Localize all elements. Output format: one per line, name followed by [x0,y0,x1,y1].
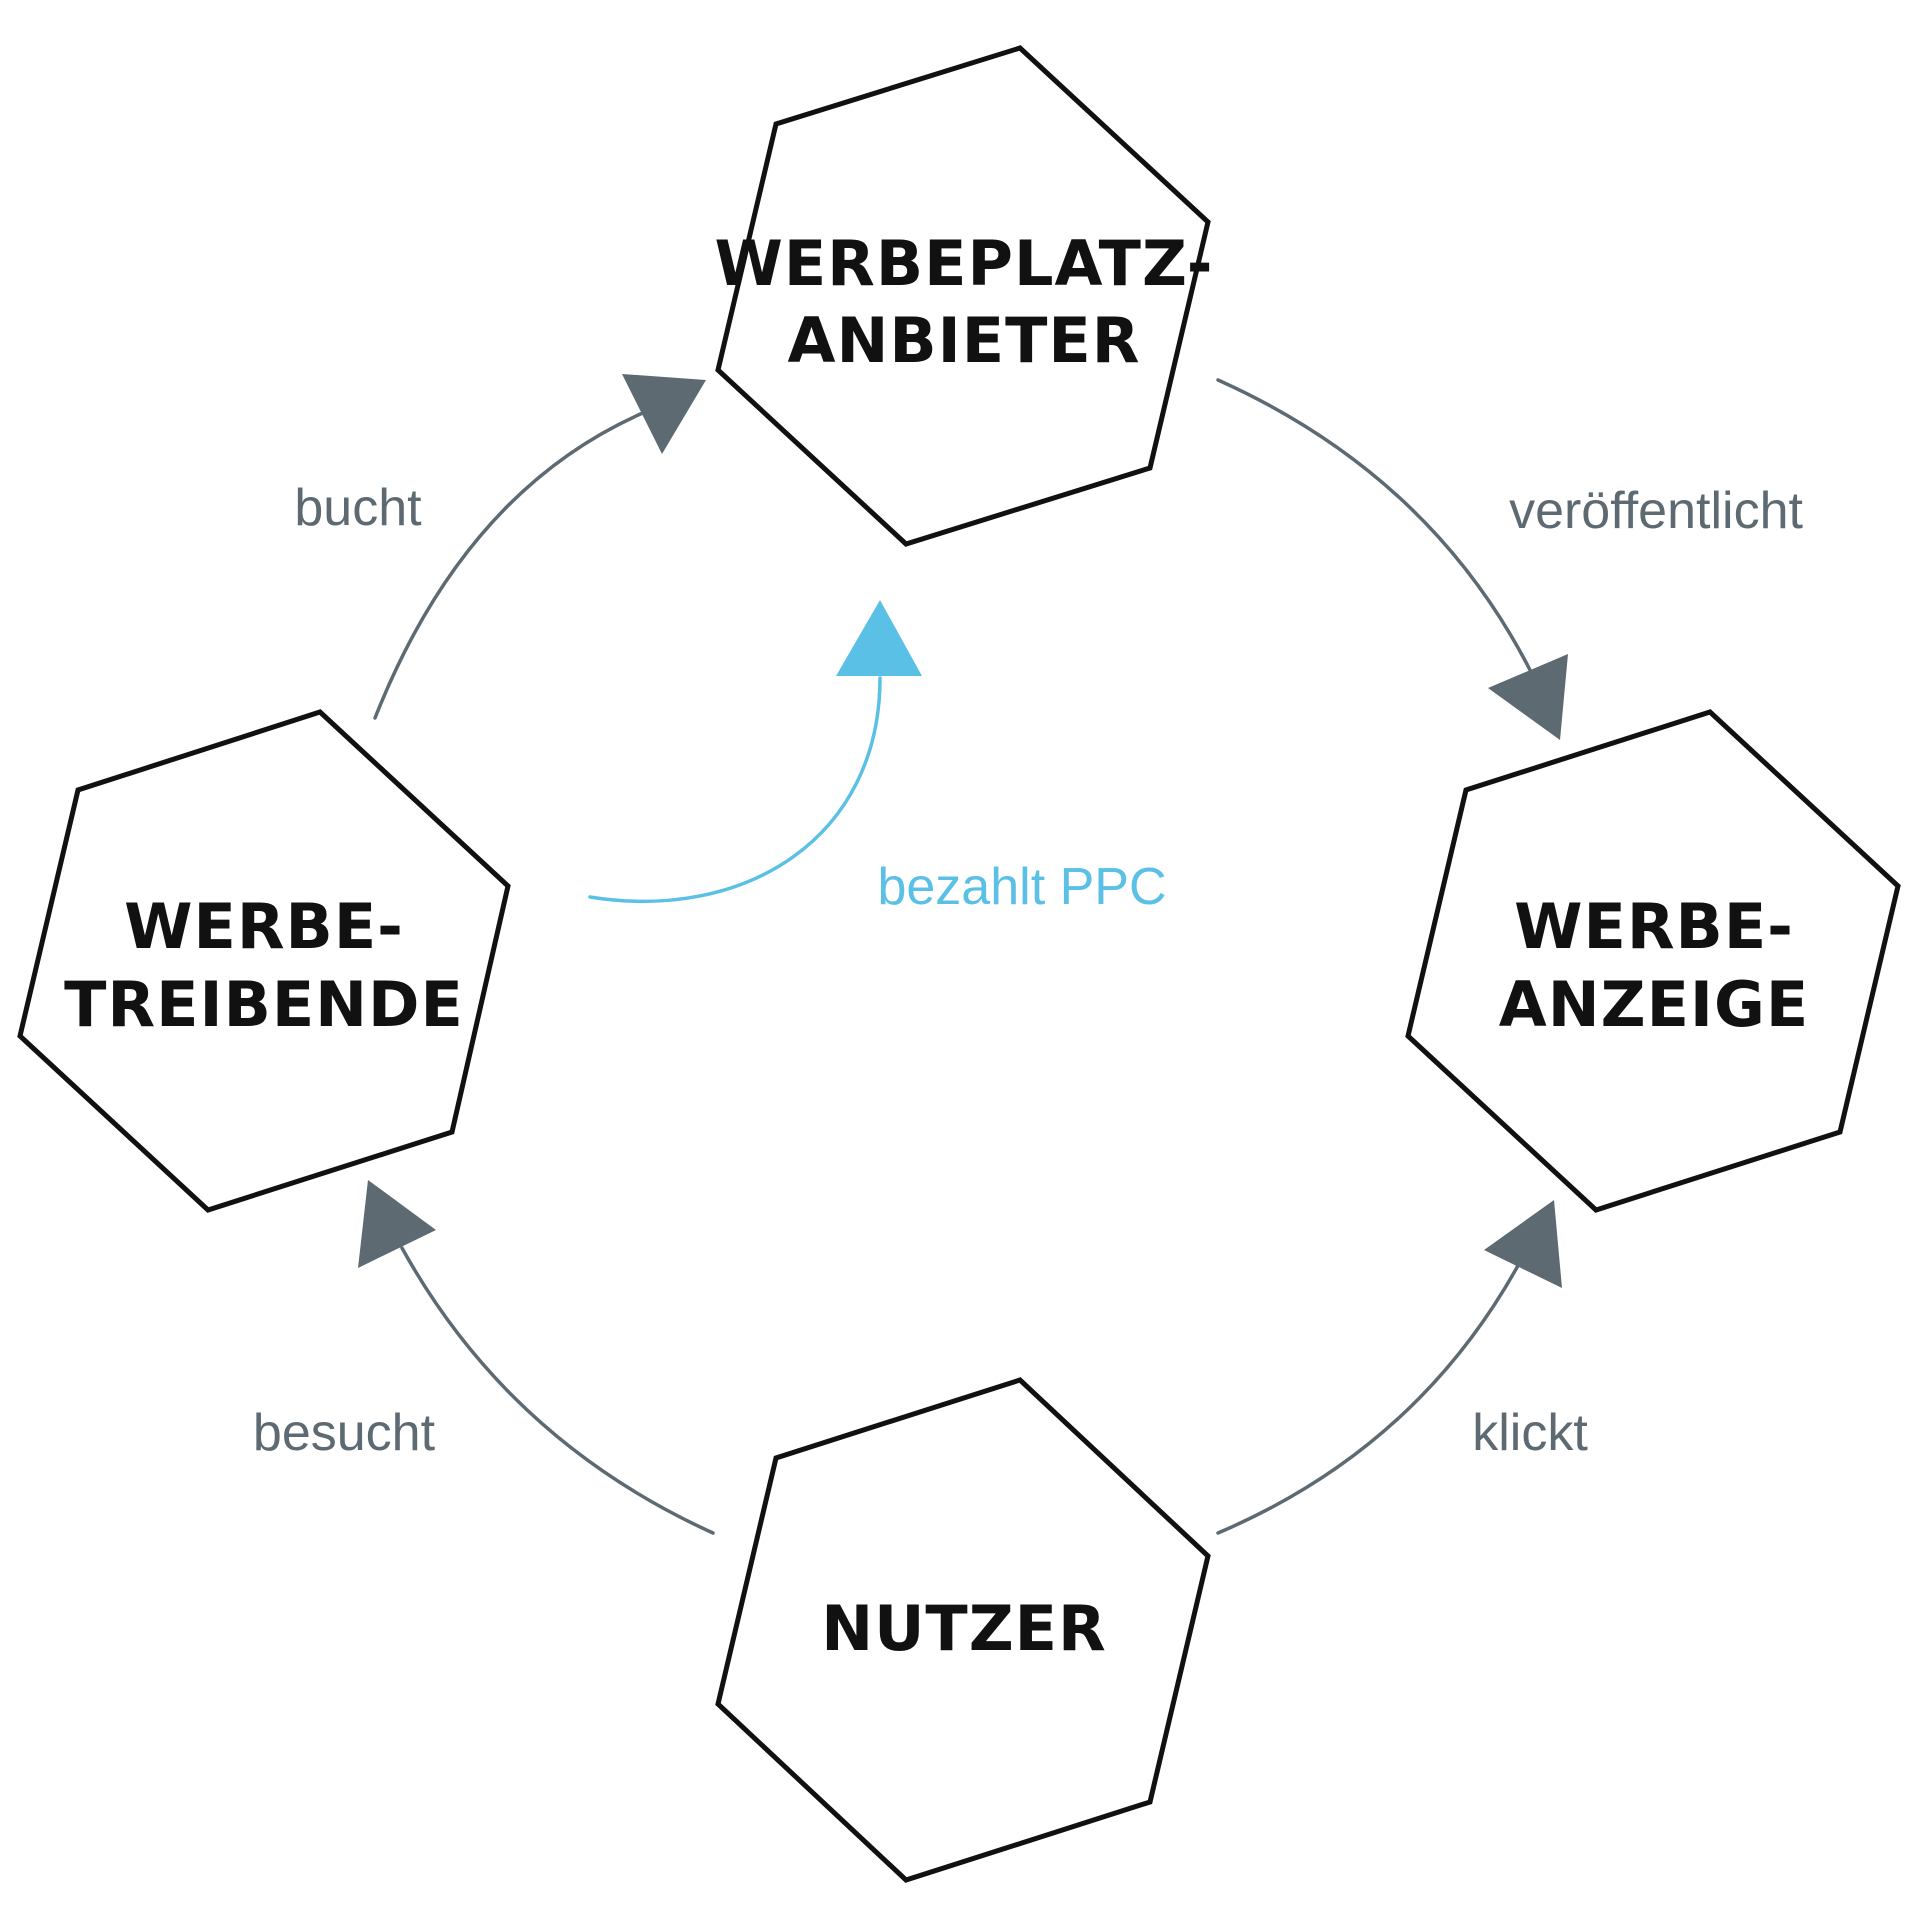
edge-line [373,410,647,720]
hexagon-shape [715,1377,1211,1883]
node-label-line2: TREIBENDE [64,968,464,1041]
edge-besucht: besucht [253,1180,715,1535]
node-label-line1: WERBE- [124,890,404,963]
node-nutzer: NUTZER [715,1377,1211,1883]
hexagon-shape [715,45,1211,547]
hexagon-shape [17,709,511,1213]
node-label-line2: ANBIETER [788,304,1141,377]
node-label-line2: ANZEIGE [1499,968,1810,1041]
arrow-head-icon [1488,654,1568,740]
arrow-head-icon [836,600,922,676]
node-label-line1: WERBEPLATZ- [714,227,1213,300]
edge-line [400,1246,715,1535]
node-label-line1: NUTZER [821,1592,1107,1665]
edge-label: bezahlt PPC [877,858,1166,916]
edge-label: bucht [294,479,422,537]
edge-line [1216,378,1532,672]
edge-label: veröffentlicht [1509,482,1803,540]
edge-bezahlt-ppc: bezahlt PPC [588,600,1167,916]
node-label-line1: WERBE- [1514,890,1794,963]
node-werbeanzeige: WERBE- ANZEIGE [1405,709,1901,1213]
node-werbetreibende: WERBE- TREIBENDE [17,709,511,1213]
edge-label: besucht [253,1404,436,1462]
edge-klickt: klickt [1216,1200,1588,1535]
arrow-head-icon [358,1180,436,1268]
arrow-head-icon [1484,1200,1562,1288]
edge-bucht: bucht [294,374,706,720]
node-werbeplatz-anbieter: WERBEPLATZ- ANBIETER [714,45,1213,547]
edge-label: klickt [1472,1404,1588,1462]
edge-veroeffentlicht: veröffentlicht [1216,378,1803,740]
edge-line [1216,1260,1522,1535]
hexagon-shape [1405,709,1901,1213]
edge-line [588,676,882,903]
arrow-head-icon [622,374,706,454]
